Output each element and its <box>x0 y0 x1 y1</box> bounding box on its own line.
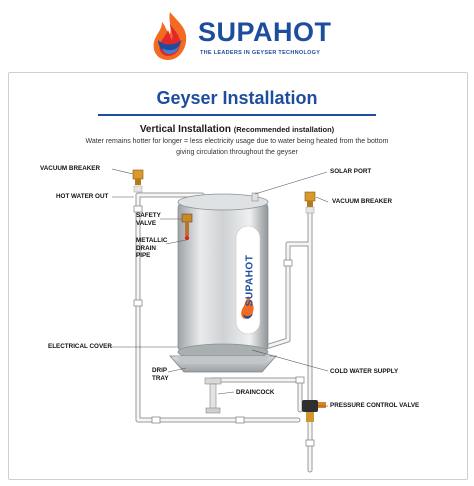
label-electrical-cover: ELECTRICAL COVER <box>48 343 112 350</box>
label-safety-valve-line-2: VALVE <box>136 219 157 227</box>
description-line-1: Water remains hotter for longer = less e… <box>85 138 389 145</box>
safety-valve-icon <box>181 213 193 241</box>
label-vacuum-breaker-right: VACUUM BREAKER <box>332 198 393 205</box>
tank-brand-label: SUPAHOT <box>244 254 256 307</box>
subtitle-main: Vertical Installation <box>139 124 231 135</box>
label-draincock: DRAINCOCK <box>236 389 275 396</box>
vacuum-breaker-left-icon <box>132 169 144 193</box>
label-drip-tray-line-1: DRIP <box>152 367 168 374</box>
label-metallic-drain-line-3: PIPE <box>136 252 151 260</box>
label-cold-water-supply: COLD WATER SUPPLY <box>330 368 399 375</box>
label-hot-water-out: HOT WATER OUT <box>56 193 109 200</box>
label-safety-valve: SAFETY VALVE <box>136 212 161 227</box>
content-frame <box>8 72 468 480</box>
brand-tagline: THE LEADERS IN GEYSER TECHNOLOGY <box>200 50 321 56</box>
brand-logo: SUPAHOT THE LEADERS IN GEYSER TECHNOLOGY <box>148 10 338 62</box>
solar-port-fitting <box>251 192 259 202</box>
pointer-lines <box>110 168 329 407</box>
flame-logo-icon <box>153 12 187 60</box>
page-title: Geyser Installation <box>156 88 318 108</box>
label-vacuum-breaker-left: VACUUM BREAKER <box>40 165 101 172</box>
brand-name: SUPAHOT <box>198 17 332 47</box>
label-solar-port: SOLAR PORT <box>330 168 372 175</box>
drip-tray <box>169 355 277 373</box>
label-safety-valve-line-1: SAFETY <box>136 212 161 219</box>
installation-description: Water remains hotter for longer = less e… <box>60 137 414 158</box>
vacuum-breaker-right-icon <box>304 191 316 214</box>
title-underline <box>98 114 376 116</box>
pipe-joints <box>133 205 315 447</box>
label-pressure-control-valve: PRESSURE CONTROL VALVE <box>330 402 420 409</box>
installation-subtitle: Vertical Installation (Recommended insta… <box>0 124 474 135</box>
draincock-icon <box>204 377 222 414</box>
pressure-control-valve-icon <box>302 400 326 422</box>
description-line-2: giving circulation throughout the geyser <box>176 148 298 156</box>
subtitle-note: (Recommended installation) <box>233 125 335 134</box>
label-metallic-drain-line-2: DRAIN <box>136 244 156 252</box>
label-metallic-drain-pipe: METALLIC DRAIN PIPE <box>136 237 167 260</box>
label-drip-tray: DRIP TRAY <box>152 367 169 382</box>
label-metallic-drain-line-1: METALLIC <box>136 237 168 244</box>
label-drip-tray-line-2: TRAY <box>152 374 169 382</box>
